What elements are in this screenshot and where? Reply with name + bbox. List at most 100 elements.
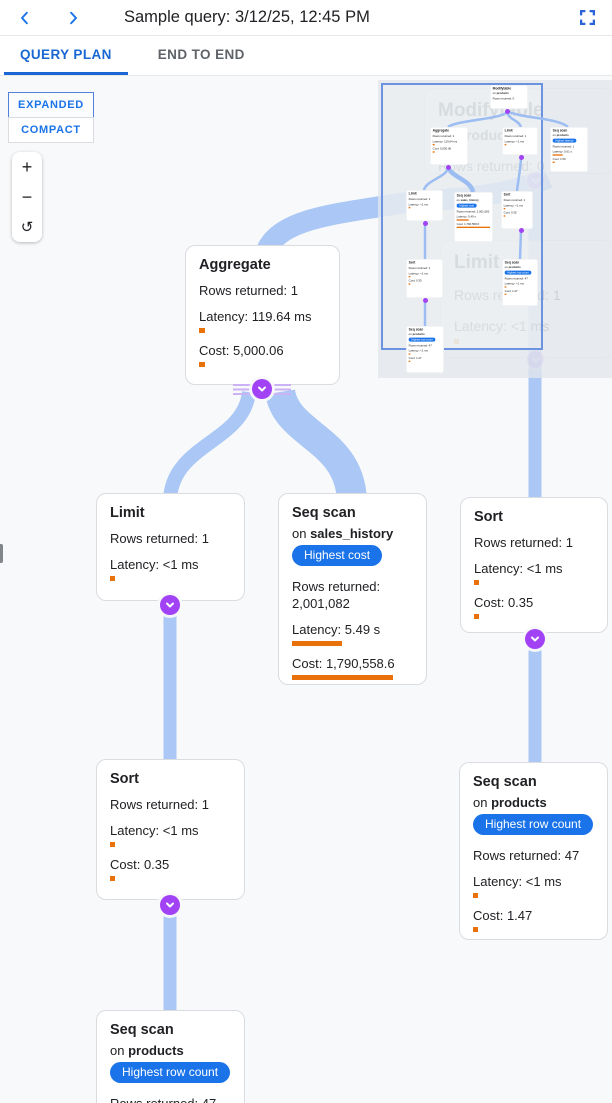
- node-field: Latency: <1 ms: [473, 873, 594, 898]
- table-name: sales_history: [460, 198, 479, 202]
- expanded-button[interactable]: EXPANDED: [8, 92, 94, 118]
- field-label: Rows returned: 47: [473, 848, 580, 863]
- node-field: Latency: <1 ms: [408, 348, 442, 355]
- chevron-left-icon: [21, 11, 28, 24]
- node-title: Modifytable: [492, 86, 512, 91]
- table-name: products: [412, 332, 425, 336]
- node-title: Seq scan: [504, 260, 520, 265]
- field-label: Cost: 0.35: [503, 210, 517, 215]
- node-title: Seq scan: [408, 327, 424, 332]
- node-title: Limit: [504, 128, 513, 133]
- field-label: Rows returned: 1: [474, 535, 573, 550]
- minimap-collapse-dot: [422, 297, 428, 303]
- node-title: Limit: [408, 191, 417, 196]
- field-label: Latency: 119.64 ms: [432, 139, 458, 143]
- node-title: Aggregate: [199, 257, 271, 273]
- header: Sample query: 3/12/25, 12:45 PM: [0, 0, 612, 36]
- node-badge: Highest cost: [456, 203, 477, 208]
- node-field: Rows returned: 1: [409, 266, 441, 270]
- table-name: products: [491, 795, 547, 810]
- collapse-toggle[interactable]: [252, 379, 272, 399]
- metric-bar: [552, 154, 563, 156]
- field-label: Cost: 1.47: [473, 908, 533, 923]
- field-label: Cost: 1.47: [504, 289, 518, 293]
- zoom-out-button[interactable]: −: [12, 182, 42, 212]
- fullscreen-button[interactable]: [572, 3, 602, 33]
- metric-bar: [503, 215, 506, 217]
- field-label: Cost: 1,790,558.6: [292, 656, 395, 671]
- node-table-label: on products: [492, 91, 509, 95]
- node-field: Latency: 5.49 s: [292, 621, 413, 646]
- chevron-down-icon: [166, 602, 174, 608]
- field-label: Rows returned: 1: [110, 531, 209, 546]
- field-label: Rows returned: 0: [492, 96, 515, 100]
- node-field: Latency: 119.64 ms: [432, 139, 466, 146]
- tab-query-plan[interactable]: QUERY PLAN: [4, 36, 128, 75]
- field-label: Rows returned: 1: [408, 197, 431, 201]
- metric-bar: [456, 219, 469, 221]
- node-field: Rows returned: 47: [473, 847, 594, 864]
- minimap-collapse-dot: [518, 227, 524, 233]
- edge-aggregate-to-limit: [163, 390, 256, 501]
- minimap-collapse-dot: [518, 154, 524, 160]
- collapse-toggle[interactable]: [160, 595, 180, 615]
- field-label: Latency: 5.49 s: [292, 622, 381, 637]
- node-field: Rows returned: 1: [433, 134, 466, 138]
- node-field: Cost: 1.47: [408, 356, 442, 362]
- field-label: Rows returned: 47: [408, 343, 432, 347]
- node-table-label: on sales_history: [292, 526, 394, 541]
- collapse-toggle[interactable]: [525, 629, 545, 649]
- node-badge: Highest row count: [473, 814, 594, 835]
- zoom-in-button[interactable]: +: [12, 152, 42, 182]
- previous-sample-button[interactable]: [10, 3, 40, 33]
- field-label: Latency: 5.49 s: [456, 214, 476, 219]
- node-field: Cost: 0.35: [474, 594, 594, 619]
- node-field: Latency: <1 ms: [408, 272, 441, 278]
- collapse-toggle[interactable]: [160, 895, 180, 915]
- metric-bar: [504, 143, 507, 146]
- table-name: products: [128, 1043, 184, 1058]
- node-title: Seq scan: [552, 128, 568, 133]
- node-field: Rows returned: 47: [409, 344, 442, 348]
- field-label: Rows returned: 1: [432, 134, 455, 138]
- node-field: Cost: 5,000.06: [432, 147, 466, 153]
- tab-end-to-end[interactable]: END TO END: [142, 36, 261, 75]
- node-title: Limit: [110, 505, 145, 521]
- field-label: Latency: <1 ms: [408, 348, 428, 353]
- field-label: Latency: <1 ms: [504, 139, 524, 143]
- field-label: Rows returned: 1: [503, 198, 526, 202]
- node-field: Latency: <1 ms: [408, 203, 441, 209]
- field-label: Latency: 5.61 s: [552, 149, 572, 154]
- minimap-collapse-dot: [504, 108, 510, 114]
- zoom-reset-button[interactable]: ↺: [12, 212, 42, 242]
- metric-bar: [474, 580, 479, 585]
- metric-bar: [408, 275, 411, 278]
- compact-button[interactable]: COMPACT: [8, 117, 94, 143]
- table-name: sales_history: [310, 526, 394, 541]
- pane-resize-handle[interactable]: [0, 544, 3, 563]
- next-sample-button[interactable]: [58, 3, 88, 33]
- node-title: Sort: [110, 771, 139, 787]
- metric-bar: [552, 161, 555, 163]
- node-badge: Highest latency: [552, 138, 577, 143]
- field-label: Latency: <1 ms: [474, 561, 563, 576]
- minimap-collapse-dot: [445, 164, 451, 170]
- field-label: Rows returned: 47: [504, 276, 528, 280]
- minimap-edge: [506, 109, 569, 129]
- node-table-label: on products: [504, 265, 521, 269]
- node-field: Cost: 0.35: [408, 279, 441, 285]
